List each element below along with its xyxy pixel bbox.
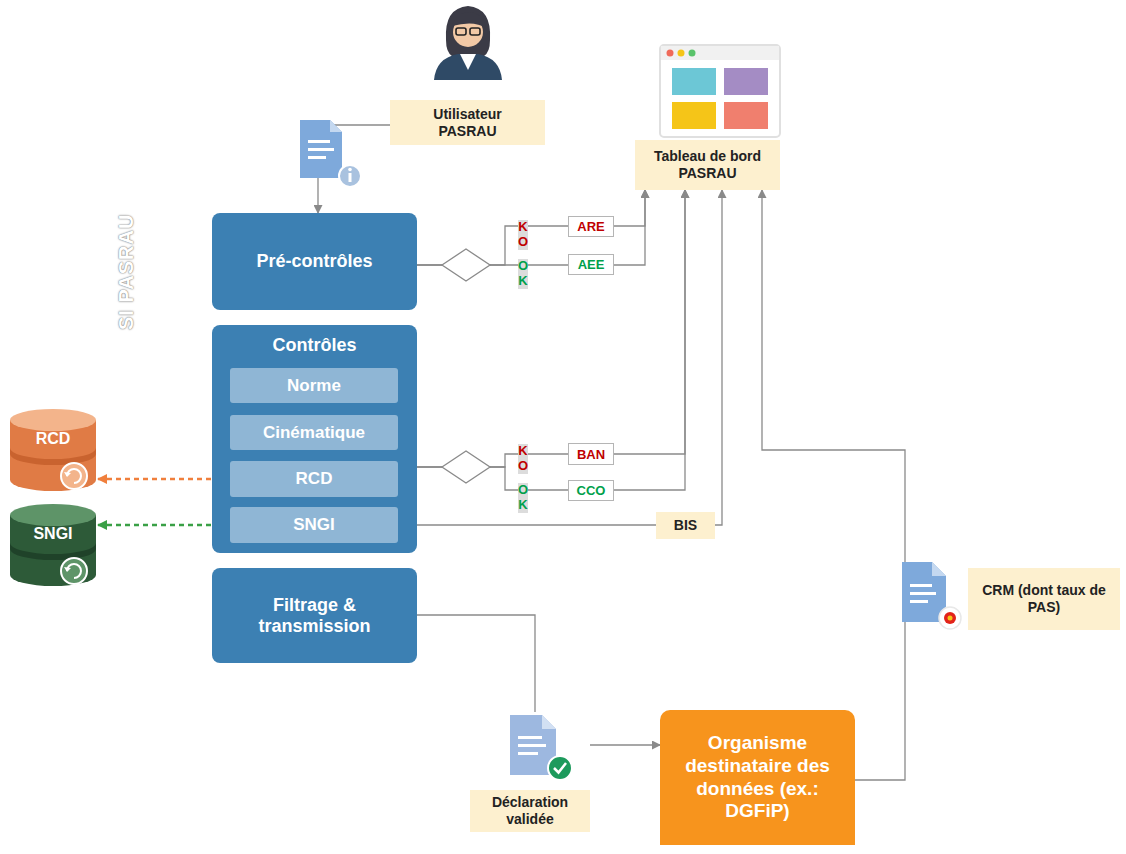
edge-label: OK xyxy=(518,259,528,289)
process-box: Filtrage & transmission xyxy=(212,568,417,663)
node-text: SNGI xyxy=(293,515,335,535)
connector xyxy=(590,744,660,745)
connector xyxy=(98,478,230,481)
info-document-icon xyxy=(300,120,361,187)
node-text: Utilisateur PASRAU xyxy=(415,106,520,140)
node-text: CCO xyxy=(577,483,606,498)
node-text: CRM (dont taux de PAS) xyxy=(978,582,1110,616)
database-cylinder xyxy=(8,408,98,496)
node-text: RCD xyxy=(296,469,333,489)
connector xyxy=(614,190,645,265)
edge-label: KO xyxy=(518,220,528,250)
connector xyxy=(614,190,645,226)
database-cylinder xyxy=(8,503,98,591)
status-code: AEE xyxy=(568,254,614,275)
connector xyxy=(417,467,568,490)
connector xyxy=(398,524,656,525)
check-box: Cinématique xyxy=(230,415,398,450)
node-text: Cinématique xyxy=(263,423,365,443)
actor-label: Utilisateur PASRAU xyxy=(390,100,545,145)
check-box: Norme xyxy=(230,368,398,403)
connector xyxy=(98,524,230,527)
crm-document-icon xyxy=(902,562,961,629)
check-box: RCD xyxy=(230,461,398,497)
validated-document-icon xyxy=(510,715,572,780)
node-text: ARE xyxy=(577,219,604,234)
edge-label: KO xyxy=(518,444,528,474)
status-code: BAN xyxy=(568,443,614,465)
node-text: Norme xyxy=(287,376,341,396)
recipient-box: Organisme destinataire des données (ex.:… xyxy=(660,710,855,845)
user-icon xyxy=(434,6,502,80)
check-box: SNGI xyxy=(230,507,398,543)
connector xyxy=(417,615,535,712)
node-text: SI PASRAU xyxy=(115,214,138,330)
edge-label: OK xyxy=(518,483,528,513)
system-band: SI PASRAU Pré-contrôlesContrôlesNormeCiné… xyxy=(103,195,557,830)
node-text: AEE xyxy=(578,257,605,272)
connector xyxy=(417,264,568,265)
connector xyxy=(614,190,685,490)
document-label: Déclaration validée xyxy=(470,712,590,832)
connector xyxy=(715,190,722,525)
database: SNGI xyxy=(8,503,98,591)
process-box: Pré-contrôles xyxy=(212,213,417,310)
node-text: Pré-contrôles xyxy=(256,251,372,272)
node-text: Filtrage & transmission xyxy=(218,595,411,637)
node-text: BAN xyxy=(577,447,605,462)
node-text: Déclaration validée xyxy=(470,790,590,832)
process-box: ContrôlesNormeCinématiqueRCD SNGI xyxy=(212,325,417,553)
connector xyxy=(417,454,568,467)
node-text: RCD xyxy=(36,430,71,448)
connector xyxy=(417,226,568,265)
status-code: CCO xyxy=(568,480,614,501)
dashboard-label: Tableau de bord PASRAU xyxy=(635,140,780,190)
connector xyxy=(614,190,685,454)
node-text: Tableau de bord PASRAU xyxy=(645,148,770,182)
dashboard-icon xyxy=(660,45,780,137)
database: RCD xyxy=(8,408,98,496)
decision-diamond xyxy=(442,249,490,281)
node-text: BIS xyxy=(674,517,697,534)
document-label: CRM (dont taux de PAS) xyxy=(968,568,1120,630)
status-code: BIS xyxy=(656,512,715,539)
status-code: ARE xyxy=(568,216,614,237)
node-text: Organisme destinataire des données (ex.:… xyxy=(668,732,847,823)
node-text: SNGI xyxy=(33,525,72,543)
connector xyxy=(762,190,905,780)
decision-diamond xyxy=(442,451,490,483)
node-text: Contrôles xyxy=(272,335,356,356)
